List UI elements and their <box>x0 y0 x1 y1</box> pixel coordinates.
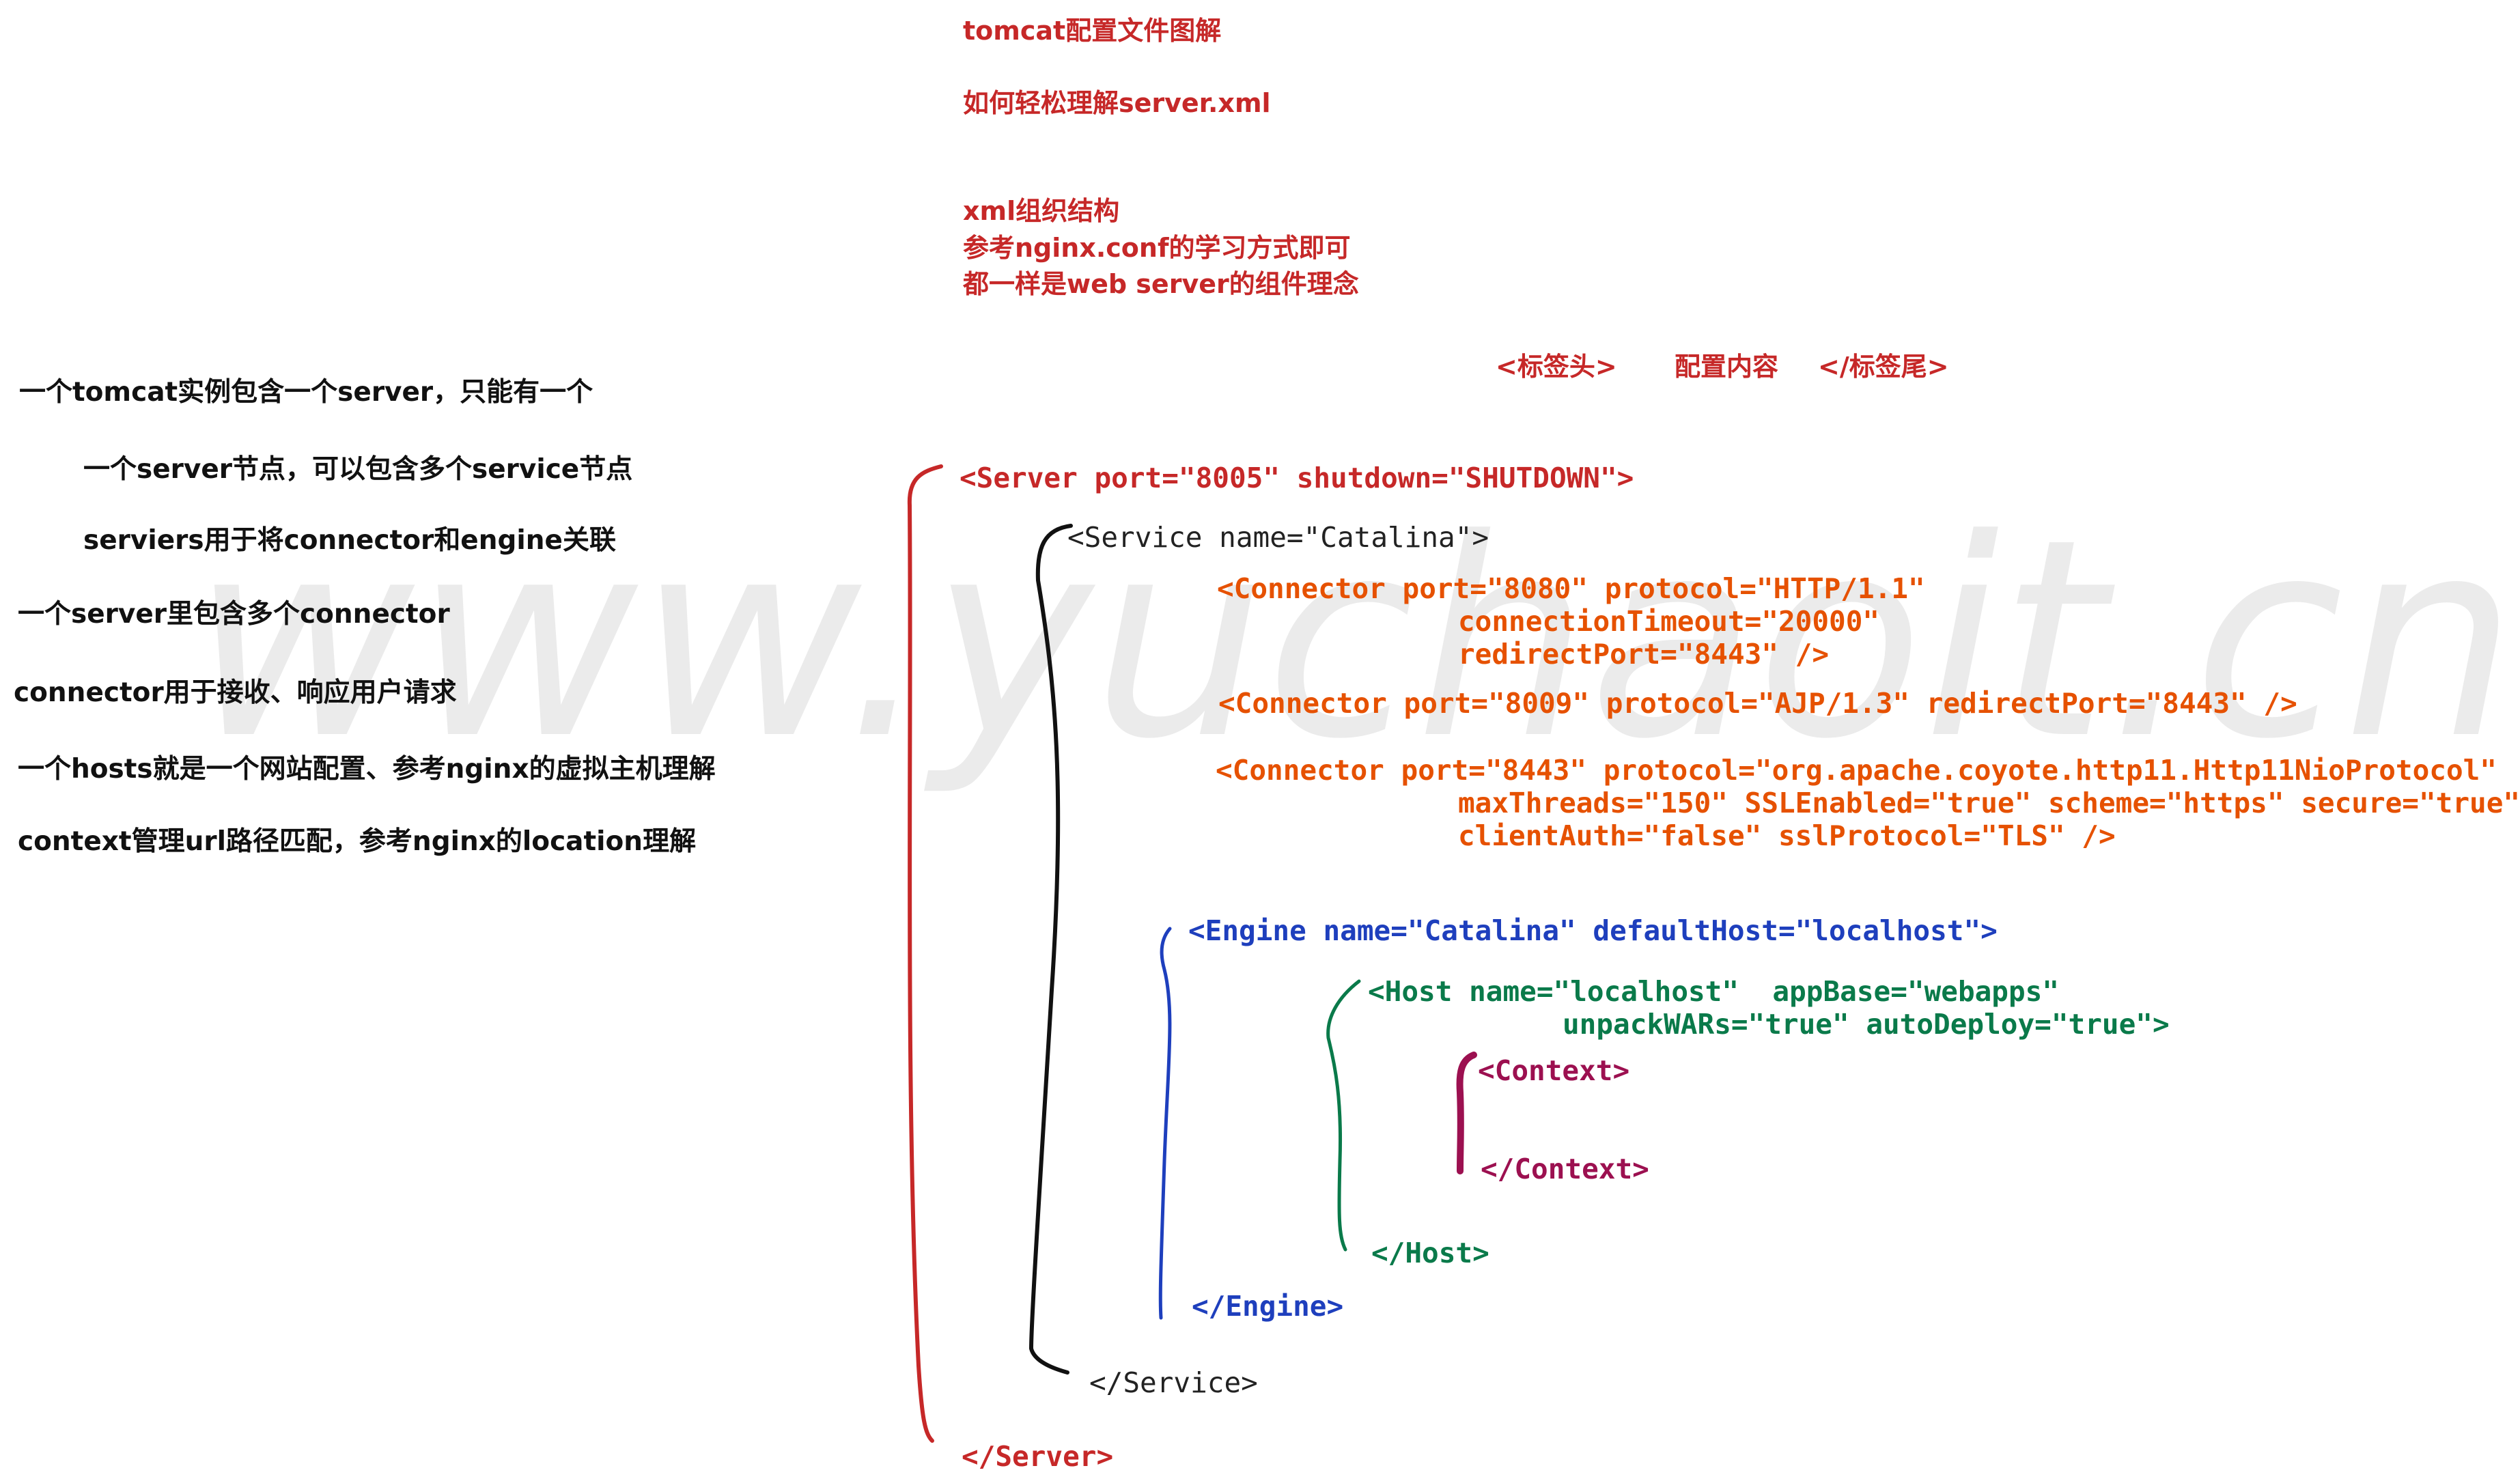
connector-8080-line2: connectionTimeout="20000" <box>1458 605 1880 638</box>
server-close-tag: </Server> <box>962 1440 1114 1473</box>
service-bracket <box>1028 524 1073 1375</box>
connector-8443-line1: <Connector port="8443" protocol="org.apa… <box>1216 754 2497 787</box>
context-bracket <box>1456 1052 1477 1174</box>
header-subtitle: 如何轻松理解server.xml <box>963 88 1271 118</box>
legend-content: 配置内容 <box>1675 352 1779 382</box>
connector-8009: <Connector port="8009" protocol="AJP/1.3… <box>1218 687 2297 720</box>
watermark-text: www.yuchaoit.cn <box>191 481 2517 799</box>
context-open-tag: <Context> <box>1478 1054 1630 1087</box>
engine-close-tag: </Engine> <box>1192 1290 1344 1323</box>
connector-8080-line3: redirectPort="8443" /> <box>1458 638 1830 671</box>
note-connector-role: connector用于接收、响应用户请求 <box>14 677 457 708</box>
connector-8080-line1: <Connector port="8080" protocol="HTTP/1.… <box>1217 572 1925 605</box>
header-nginx-ref: 参考nginx.conf的学习方式即可 <box>963 233 1351 263</box>
note-hosts: 一个hosts就是一个网站配置、参考nginx的虚拟主机理解 <box>18 754 716 785</box>
service-close-tag: </Service> <box>1089 1366 1258 1399</box>
host-open-line2: unpackWARs="true" autoDeploy="true"> <box>1563 1008 2170 1041</box>
host-open-line1: <Host name="localhost" appBase="webapps" <box>1368 975 2060 1008</box>
connector-8443-line2: maxThreads="150" SSLEnabled="true" schem… <box>1458 787 2520 819</box>
host-close-tag: </Host> <box>1371 1237 1489 1269</box>
note-service-binding: serviers用于将connector和engine关联 <box>83 525 616 556</box>
note-context: context管理url路径匹配，参考nginx的location理解 <box>18 826 697 857</box>
legend-tag-tail: </标签尾> <box>1818 352 1949 382</box>
server-open-tag: <Server port="8005" shutdown="SHUTDOWN"> <box>960 462 1634 494</box>
header-title: tomcat配置文件图解 <box>963 16 1222 46</box>
note-tomcat-server: 一个tomcat实例包含一个server，只能有一个 <box>19 377 593 408</box>
server-bracket <box>907 464 943 1443</box>
connector-8443-line3: clientAuth="false" sslProtocol="TLS" /> <box>1458 819 2116 852</box>
host-bracket <box>1326 979 1361 1252</box>
legend-tag-head: <标签头> <box>1496 352 1617 382</box>
header-xml-structure: xml组织结构 <box>963 196 1120 226</box>
header-component-idea: 都一样是web server的组件理念 <box>963 269 1359 299</box>
service-open-tag: <Service name="Catalina"> <box>1067 521 1489 554</box>
engine-bracket <box>1158 927 1172 1320</box>
note-server-connectors: 一个server里包含多个connector <box>18 599 450 630</box>
note-server-services: 一个server节点，可以包含多个service节点 <box>83 454 633 485</box>
engine-open-tag: <Engine name="Catalina" defaultHost="loc… <box>1188 914 1998 947</box>
context-close-tag: </Context> <box>1481 1153 1649 1185</box>
